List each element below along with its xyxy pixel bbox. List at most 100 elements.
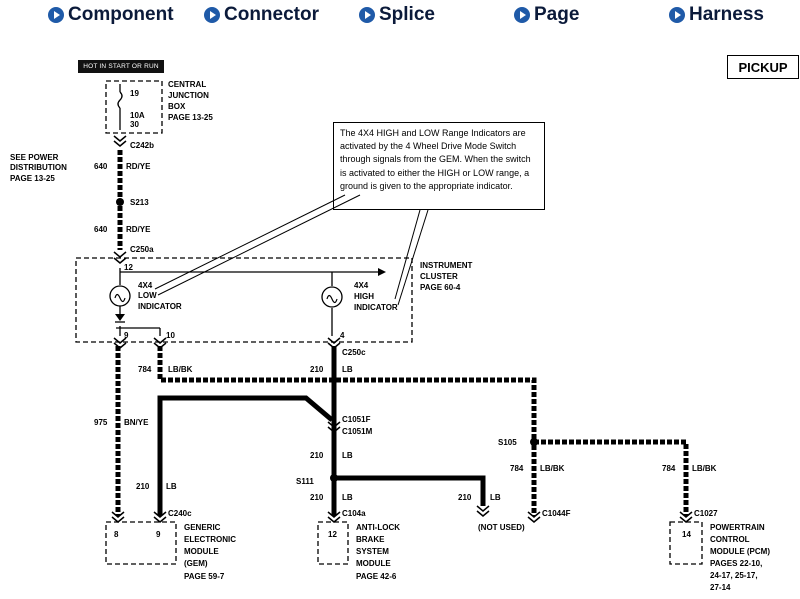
wire-210b-number: 210	[136, 482, 150, 491]
low-ind-2: LOW	[138, 291, 157, 300]
cluster-label-1: INSTRUMENT	[420, 261, 473, 270]
high-indicator-lamp-icon	[321, 286, 343, 308]
gem-label-4: (GEM)	[184, 559, 208, 568]
wire-210-notused	[334, 475, 486, 506]
gem-label-1: GENERIC	[184, 523, 221, 532]
connector-c1044f: C1044F	[542, 509, 571, 518]
fuse-icon	[117, 91, 123, 109]
nav-connector-label: Connector	[224, 4, 319, 25]
wire-784c-number: 784	[662, 464, 676, 473]
nav-page-link[interactable]: Page	[514, 4, 579, 26]
cluster-box	[75, 257, 413, 343]
abs-page: PAGE 42-6	[356, 572, 397, 581]
gem-label-2: ELECTRONIC	[184, 535, 236, 544]
cjb-label-1: CENTRAL	[168, 80, 206, 89]
connector-c1051f: C1051F	[342, 415, 371, 424]
connector-c1051m: C1051M	[342, 427, 373, 436]
wire-210c-number: 210	[310, 451, 324, 460]
nav-connector-link[interactable]: Connector	[204, 4, 319, 26]
wire-640-number: 640	[94, 162, 108, 171]
nav-harness-label: Harness	[689, 4, 764, 25]
pcm-box	[669, 521, 703, 565]
not-used-label: (NOT USED)	[478, 523, 525, 532]
wire-784b-number: 784	[510, 464, 524, 473]
nav-component-label: Component	[68, 4, 174, 25]
wire-784-color: LB/BK	[168, 365, 193, 374]
nav-splice-label: Splice	[379, 4, 435, 25]
abs-pin-12: 12	[328, 530, 337, 539]
cjb-label-2: JUNCTION	[168, 91, 209, 100]
pin-4: 4	[340, 331, 345, 340]
see-power-page: PAGE 13-25	[10, 174, 55, 183]
gem-label-3: MODULE	[184, 547, 219, 556]
see-power-2: DISTRIBUTION	[10, 163, 67, 172]
callout-pointer-high	[394, 209, 421, 300]
power-banner: HOT IN START OR RUN	[78, 60, 164, 73]
wire-210c-color: LB	[342, 451, 353, 460]
wire-975-number: 975	[94, 418, 108, 427]
wire-210b-color: LB	[166, 482, 177, 491]
splice-s213: S213	[130, 198, 149, 207]
high-ind-3: INDICATOR	[354, 303, 398, 312]
fuse-rating: 10A	[130, 111, 145, 120]
nav-harness-link[interactable]: Harness	[669, 4, 764, 26]
wire-640b-color: RD/YE	[126, 225, 151, 234]
arrow-right-icon	[48, 7, 64, 23]
pin-10: 10	[166, 331, 175, 340]
fuse-pin-30: 30	[130, 120, 139, 129]
wire-640-color: RD/YE	[126, 162, 151, 171]
low-indicator-lamp-icon	[109, 285, 131, 307]
wire-210-gem	[157, 395, 334, 516]
low-ind-3: INDICATOR	[138, 302, 182, 311]
splice-s111: S111	[296, 477, 314, 486]
connector-c1027: C1027	[694, 509, 718, 518]
arrow-right-icon	[378, 268, 386, 276]
pin-12: 12	[124, 263, 133, 272]
high-ind-2: HIGH	[354, 292, 374, 301]
connector-c250c: C250c	[342, 348, 366, 357]
wire-210d-color: LB	[342, 493, 353, 502]
callout-pointer-high-2	[397, 209, 429, 306]
pin-9: 9	[124, 331, 129, 340]
gem-pin-8: 8	[114, 530, 119, 539]
pcm-page-1: PAGES 22-10,	[710, 559, 762, 568]
splice-s111-dot	[330, 474, 338, 482]
pcm-pin-14: 14	[682, 530, 691, 539]
arrow-right-icon	[514, 7, 530, 23]
callout-pointer-low	[154, 194, 346, 290]
connector-c104a: C104a	[342, 509, 366, 518]
pcm-label-2: CONTROL	[710, 535, 750, 544]
high-ind-1: 4X4	[354, 281, 369, 290]
wire-784-upper	[157, 346, 537, 438]
abs-box	[317, 521, 349, 565]
arrow-right-icon	[359, 7, 375, 23]
nav-component-link[interactable]: Component	[48, 4, 174, 26]
connector-c250a: C250a	[130, 245, 154, 254]
fuse-pin-19: 19	[130, 89, 139, 98]
callout-note: The 4X4 HIGH and LOW Range Indicators ar…	[333, 122, 545, 210]
splice-s105-dot	[530, 438, 538, 446]
nav-splice-link[interactable]: Splice	[359, 4, 435, 26]
wire-210a-number: 210	[310, 365, 324, 374]
gem-box	[105, 521, 177, 565]
wire-210e-number: 210	[458, 493, 472, 502]
vehicle-label: PICKUP	[727, 55, 799, 79]
arrow-right-icon	[669, 7, 685, 23]
pcm-label-1: POWERTRAIN	[710, 523, 765, 532]
abs-label-2: BRAKE	[356, 535, 385, 544]
navigation-bar: Component Connector Splice Page Harness	[0, 0, 800, 30]
cluster-page: PAGE 60-4	[420, 283, 461, 292]
abs-label-4: MODULE	[356, 559, 391, 568]
wire-210e-color: LB	[490, 493, 501, 502]
cjb-box	[105, 80, 163, 134]
diode-icon	[115, 314, 125, 321]
wire-210a-color: LB	[342, 365, 353, 374]
gem-page: PAGE 59-7	[184, 572, 225, 581]
wire-210d-number: 210	[310, 493, 324, 502]
cjb-page: PAGE 13-25	[168, 113, 213, 122]
low-ind-1: 4X4	[138, 281, 153, 290]
callout-pointer-low-2	[157, 194, 361, 296]
pcm-label-3: MODULE (PCM)	[710, 547, 770, 556]
arrow-right-icon	[204, 7, 220, 23]
